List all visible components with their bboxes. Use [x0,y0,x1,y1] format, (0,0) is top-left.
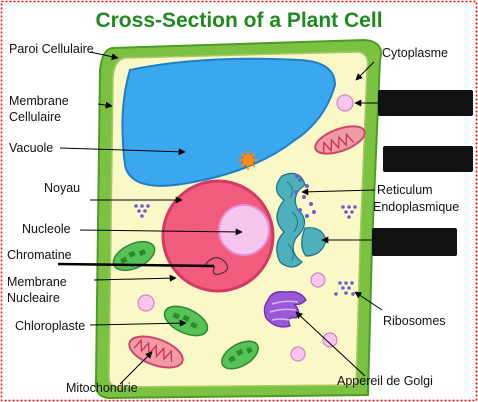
ribosome-cluster [134,204,357,296]
label-mitochondrie: Mitochondrie [66,381,138,395]
label-chromatine: Chromatine [7,248,72,262]
diagram-title: Cross-Section of a Plant Cell [95,9,382,32]
chromatine-pointer [57,262,215,268]
centrosome [238,150,258,170]
redacted-label-2 [383,146,473,172]
label-membrane-cellulaire-line1: Membrane [9,94,69,108]
mitochondrion-bottom [128,335,184,369]
chloroplast-1 [112,240,156,272]
chromatin [204,257,229,275]
label-ribosomes: Ribosomes [383,314,446,328]
endoplasmic-reticulum [275,172,327,268]
label-membrane-nucleaire-line1: Membrane [7,275,67,289]
redacted-label-3 [372,228,457,256]
chloroplast-3 [221,340,259,370]
label-membrane-nucleaire-line2: Nucleaire [7,291,60,305]
golgi-apparatus [263,291,307,328]
label-membrane-cellulaire-line2: Cellulaire [9,110,61,124]
redacted-label-boxes [372,90,473,256]
label-paroi-cellulaire: Paroi Cellulaire [9,42,94,56]
label-chloroplaste: Chloroplaste [15,319,85,333]
leader-lines [59,51,383,385]
label-reticulum-line2: Endoplasmique [373,200,459,214]
redacted-label-1 [378,90,473,116]
label-appareil-golgi: Appereil de Golgi [337,374,433,388]
er-ribosomes [294,174,316,218]
label-nucleole: Nucleole [22,222,71,236]
label-noyau: Noyau [44,181,80,195]
mitochondrion-right [314,125,366,155]
vacuole [121,57,337,187]
label-cytoplasme: Cytoplasme [382,46,448,60]
vesicles [137,94,354,362]
nucleolus [218,204,270,256]
label-reticulum-line1: Reticulum [377,183,433,197]
label-vacuole: Vacuole [9,141,53,155]
